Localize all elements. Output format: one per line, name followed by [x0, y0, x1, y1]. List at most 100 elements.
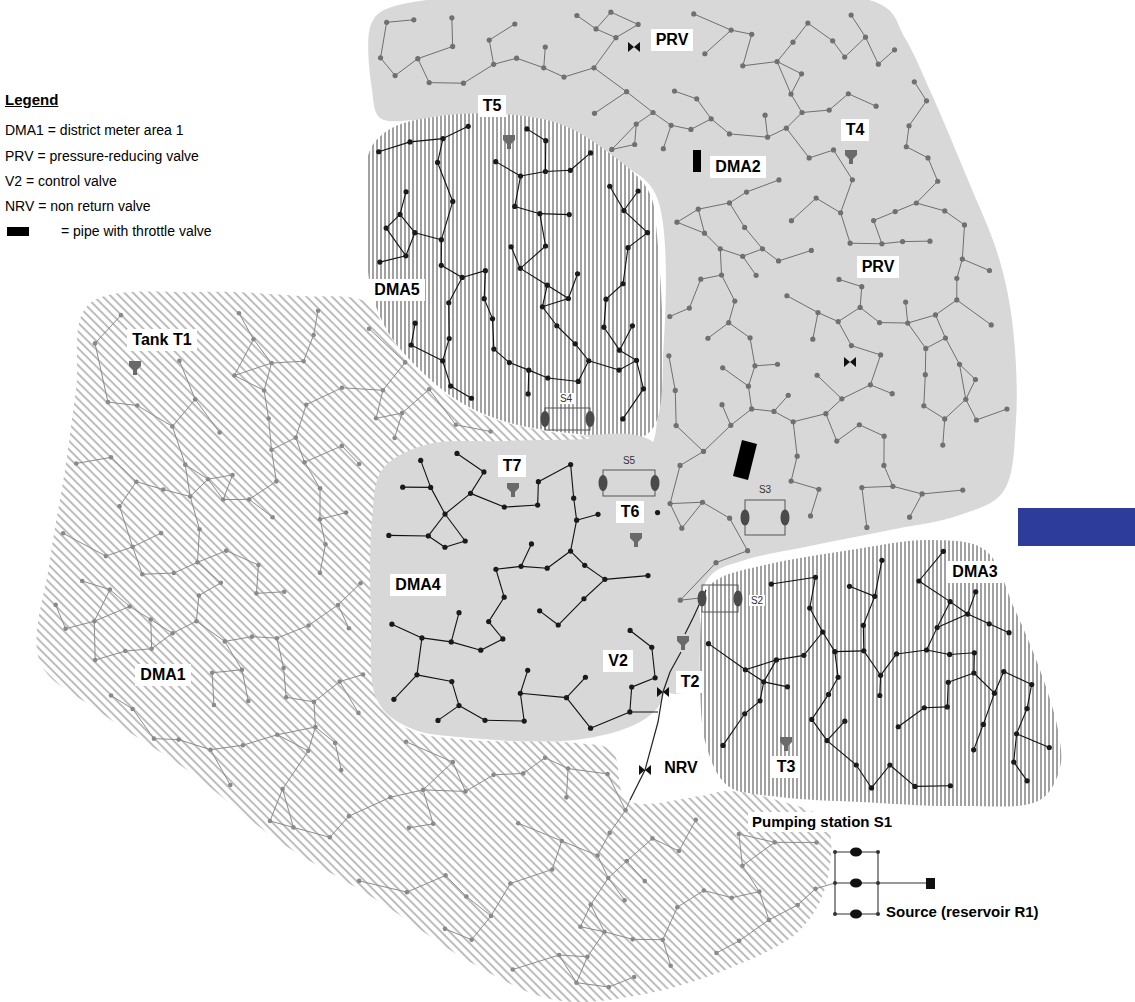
junction-dot — [892, 47, 897, 52]
pipe-line — [95, 343, 108, 402]
junction-dot — [357, 462, 362, 467]
pipe-line — [816, 883, 835, 889]
pipe-line — [1014, 762, 1027, 781]
pipe-line — [94, 606, 129, 621]
pipe-line — [620, 350, 637, 360]
pipe-line — [611, 12, 638, 24]
pipe-line — [568, 769, 607, 774]
pipe-line — [409, 824, 433, 828]
junction-dot — [760, 246, 765, 251]
label-holder: T5 — [478, 95, 507, 116]
pipe-line — [863, 625, 865, 651]
pipe-line — [190, 497, 199, 530]
pipe-line — [269, 419, 272, 450]
pipe-line — [697, 99, 711, 119]
map-label: T2 — [676, 671, 705, 692]
junction-dot — [677, 849, 682, 854]
junction-dot — [516, 821, 521, 826]
junction-dot — [876, 912, 880, 916]
pipe-line — [380, 256, 406, 262]
pipe-line — [860, 307, 879, 322]
junction-dot — [630, 323, 635, 328]
junction-dot — [846, 91, 851, 96]
junction-dot — [556, 622, 561, 627]
pipe-line — [438, 139, 443, 163]
pipe-line — [774, 395, 788, 411]
junction-dot — [790, 40, 795, 45]
junction-dot — [93, 658, 98, 663]
junction-dot — [948, 783, 953, 788]
junction-dot — [418, 458, 423, 463]
junction-dot — [706, 641, 711, 646]
pipe-line — [760, 682, 764, 701]
pipe-line — [818, 313, 838, 322]
pipe-line — [402, 389, 429, 413]
pipe-line — [394, 675, 417, 700]
junction-dot — [879, 558, 884, 563]
junction-dot — [679, 526, 684, 531]
junction-dot — [669, 123, 674, 128]
junction-dot — [543, 138, 548, 143]
junction-dot — [836, 675, 841, 680]
junction-dot — [482, 296, 487, 301]
junction-dot — [123, 649, 128, 654]
pipe-line — [548, 378, 578, 381]
junction-dot — [868, 382, 873, 387]
junction-dot — [376, 149, 381, 154]
junction-dot — [481, 469, 486, 474]
pipe-line — [919, 581, 950, 602]
pipe-line — [496, 566, 521, 569]
junction-dot — [655, 510, 660, 515]
pipe-line — [540, 214, 546, 246]
junction-dot — [789, 218, 794, 223]
junction-dot — [743, 667, 748, 672]
pipe-line — [305, 446, 342, 462]
junction-dot — [302, 460, 307, 465]
junction-dot — [491, 773, 496, 778]
pipe-line — [243, 735, 277, 745]
pipe-line — [179, 361, 195, 399]
throttle-valve — [733, 440, 757, 480]
pipe-line — [711, 119, 729, 134]
pipe-line — [675, 91, 697, 99]
pipe-line — [748, 386, 751, 409]
pipe-line — [945, 338, 959, 364]
junction-dot — [567, 212, 572, 217]
junction-dot — [490, 316, 495, 321]
throttle-valve — [693, 150, 701, 172]
pipe-line — [150, 620, 152, 649]
junction-dot — [469, 937, 474, 942]
junction-dot — [1047, 745, 1052, 750]
pipe-line — [608, 774, 626, 810]
storage-symbol — [780, 737, 792, 751]
junction-dot — [280, 787, 285, 792]
pipe-line — [663, 125, 671, 148]
pipe-line — [335, 743, 341, 770]
pipe-line — [924, 406, 945, 419]
junction-dot — [942, 416, 947, 421]
junction-dot — [159, 531, 164, 536]
junction-dot — [948, 599, 953, 604]
junction-dot — [435, 160, 440, 165]
junction-dot — [347, 814, 352, 819]
junction-dot — [463, 789, 468, 794]
pipe-line — [390, 790, 423, 797]
pipe-line — [509, 363, 528, 371]
junction-dot — [805, 20, 810, 25]
junction-dot — [687, 305, 692, 310]
pipe-line — [776, 655, 803, 660]
pipe-line — [835, 650, 864, 652]
pump-symbol — [850, 879, 862, 888]
legend-swatch — [7, 227, 29, 236]
pipe-line — [779, 250, 812, 261]
junction-dot — [529, 541, 534, 546]
label-holder: S2 — [749, 595, 765, 606]
region-fill — [369, 434, 667, 742]
storage-symbol — [845, 150, 857, 164]
junction-dot — [641, 386, 646, 391]
pipe-line — [793, 422, 797, 456]
pipe-line — [598, 833, 610, 856]
junction-dot — [896, 724, 901, 729]
pipe-line — [679, 820, 696, 851]
junction-dot — [109, 693, 114, 698]
